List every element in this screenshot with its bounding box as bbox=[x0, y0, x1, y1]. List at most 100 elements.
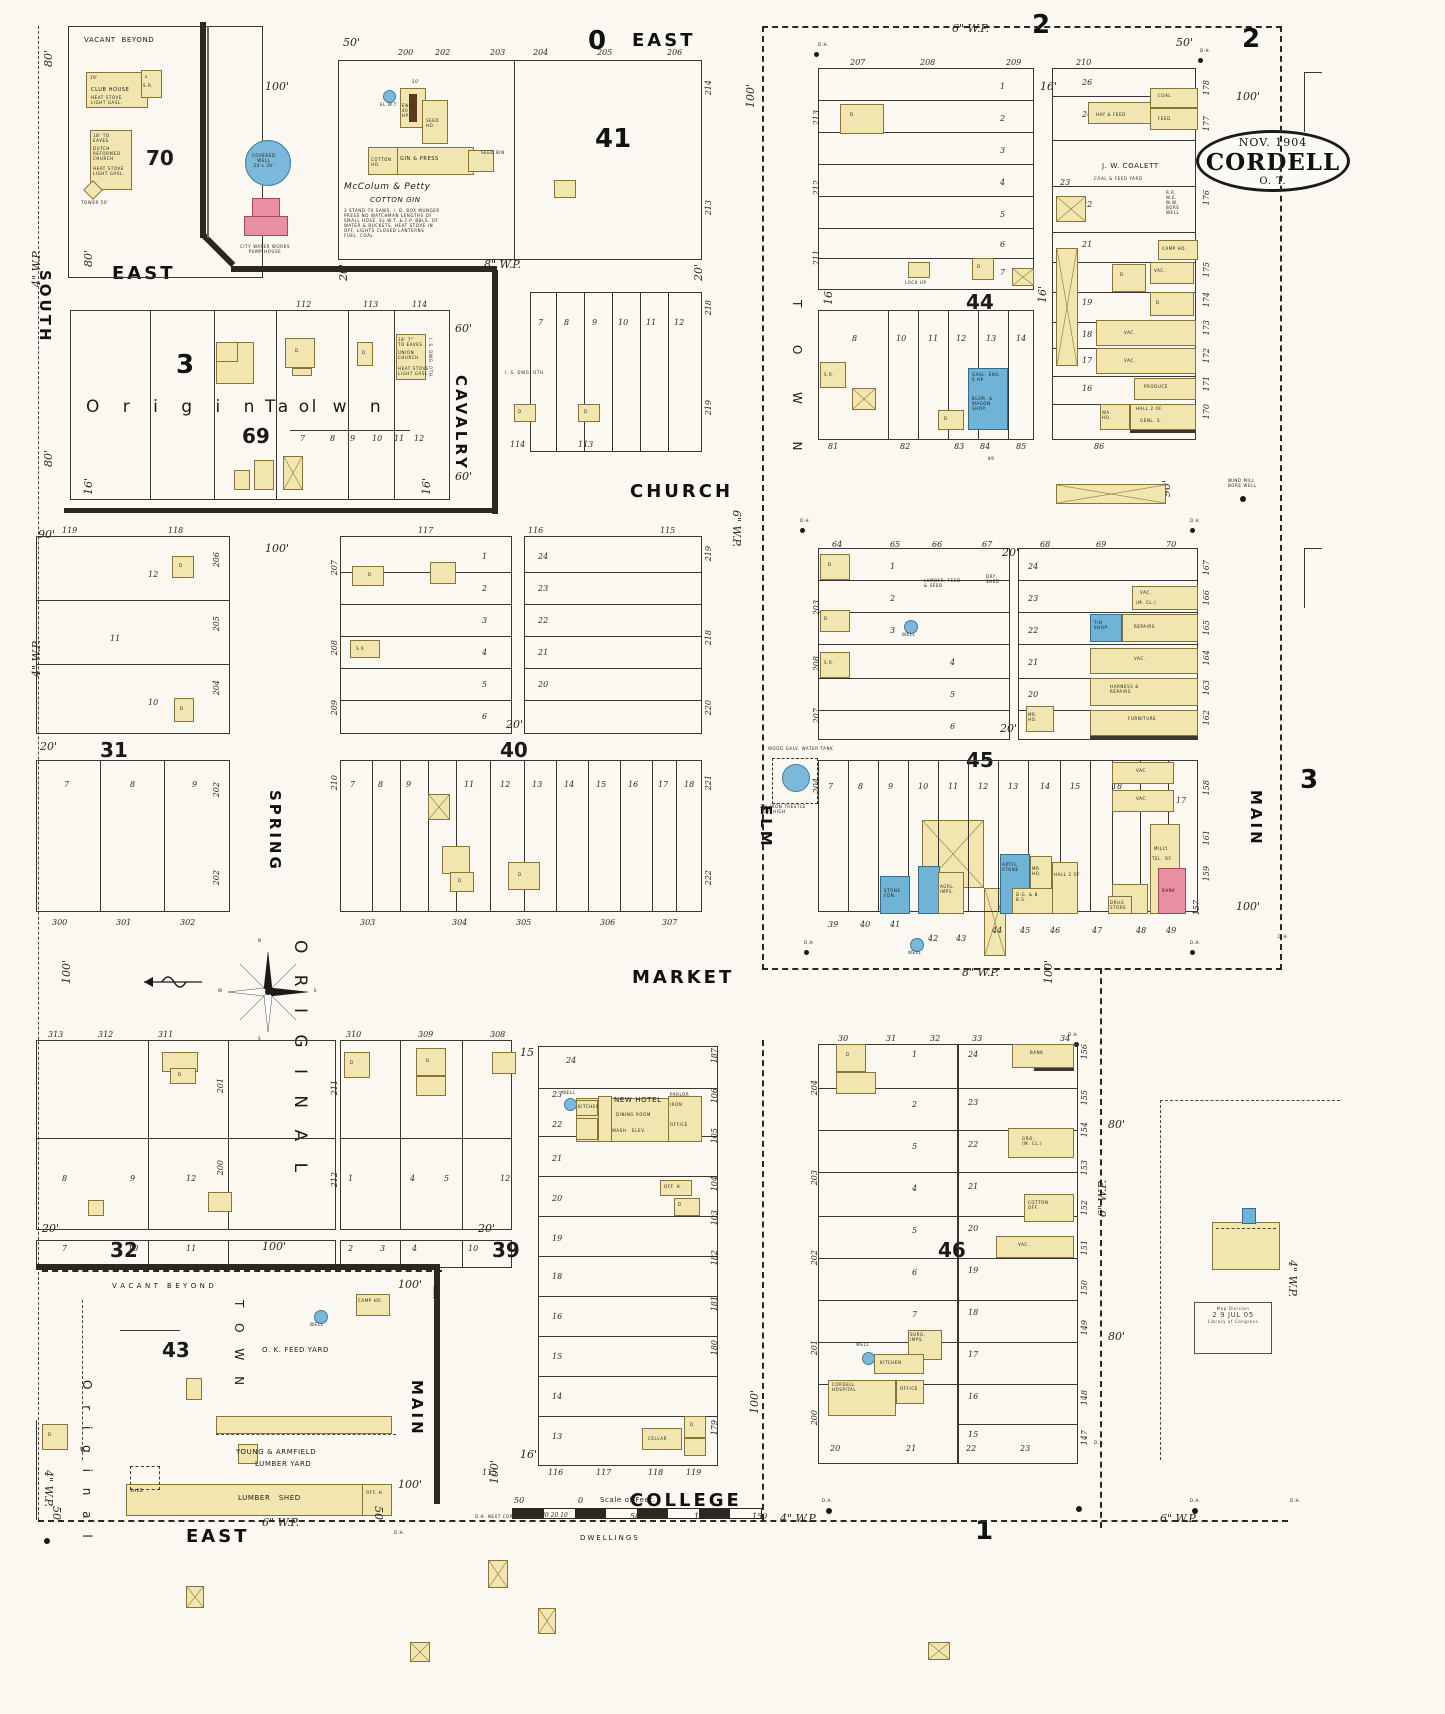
b46e-lot16: 16 bbox=[968, 1392, 979, 1401]
union-church-label: UNION CHURCH bbox=[398, 350, 419, 360]
b41l-lot9: 9 bbox=[592, 318, 598, 327]
building-coalett-shed-wide bbox=[1056, 484, 1166, 504]
b32e-l3 bbox=[462, 1040, 463, 1230]
dim-16-b69-r: 16' bbox=[420, 478, 433, 496]
bracket-2 bbox=[1304, 548, 1322, 550]
dh-5: D.H. bbox=[804, 940, 815, 945]
cotton-gin-title: McColum & Petty bbox=[344, 182, 431, 192]
b32e-b-lot2: 2 bbox=[348, 1244, 354, 1253]
building-b32-barn1 bbox=[186, 1586, 204, 1608]
b39-l6 bbox=[538, 1296, 718, 1297]
b32e-b-lot3: 3 bbox=[380, 1244, 386, 1253]
scale-seg-6 bbox=[668, 1509, 699, 1518]
b46-l2 bbox=[818, 1130, 958, 1131]
b45-lot2: 2 bbox=[890, 594, 896, 603]
b69-lot-10: 10 bbox=[372, 434, 383, 443]
b44-lot3: 3 bbox=[1000, 146, 1006, 155]
b40-l5 bbox=[340, 700, 512, 701]
building-b45-d2 bbox=[820, 610, 850, 632]
b44lw-lot12: 12 bbox=[956, 334, 967, 343]
lot-208-b40: 208 bbox=[330, 640, 339, 656]
loc-stamp-line1: Map Division bbox=[1216, 1306, 1250, 1311]
off-h-label: OFF. H. bbox=[664, 1184, 683, 1189]
cl-lot23: 23 bbox=[1060, 178, 1071, 187]
b45-lot1: 1 bbox=[890, 562, 896, 571]
lot-178: 178 bbox=[1202, 80, 1211, 96]
lot-211-b32: 211 bbox=[330, 1080, 339, 1096]
building-b43-camp-ho bbox=[356, 1294, 390, 1316]
b69-lot-8: 8 bbox=[330, 434, 336, 443]
b45lw-vac1-label: VAC. bbox=[1136, 768, 1148, 773]
scale-seg-7 bbox=[699, 1509, 730, 1518]
b45e-awning bbox=[1090, 736, 1198, 739]
b40e-lot22: 22 bbox=[538, 616, 549, 625]
dining-room-label: DINING ROOM bbox=[616, 1112, 651, 1117]
cl-lot24: 24 bbox=[1082, 110, 1092, 119]
b39-well-label: WELL bbox=[562, 1090, 576, 1095]
b43-heavy-top bbox=[36, 1264, 440, 1270]
b43-heavy-right bbox=[434, 1264, 440, 1504]
lot-20-b46: 20 bbox=[830, 1444, 841, 1453]
b31l-lot8: 8 bbox=[130, 780, 136, 789]
b39-l8 bbox=[538, 1376, 718, 1377]
wash-elev-label: WASH ELEV. bbox=[612, 1128, 646, 1133]
sheet-number-bottom: 1 bbox=[975, 1516, 994, 1546]
building-pump-house-lower bbox=[244, 216, 288, 236]
b31-lot12: 12 bbox=[148, 570, 159, 579]
dim-100-elm: 100' bbox=[744, 84, 757, 109]
b32es-l2 bbox=[462, 1240, 463, 1268]
b45-l2 bbox=[818, 612, 1010, 613]
lot-164: 164 bbox=[1202, 650, 1211, 666]
wa-ho-label: WA. HO. bbox=[1102, 410, 1112, 420]
lot-161: 161 bbox=[1202, 830, 1211, 846]
b40-l1 bbox=[340, 572, 512, 573]
boiler-symbol bbox=[409, 94, 417, 122]
building-b40lw-d2 bbox=[508, 862, 540, 890]
building-union-church bbox=[396, 334, 426, 380]
building-cellar bbox=[642, 1428, 682, 1450]
building-b32e-barn2 bbox=[410, 1642, 430, 1662]
b40lw-lot18: 18 bbox=[684, 780, 695, 789]
lot-66: 66 bbox=[932, 540, 943, 549]
lot-65: 65 bbox=[890, 540, 901, 549]
scale-seg-1 bbox=[513, 1509, 544, 1518]
b40lw-lot8: 8 bbox=[378, 780, 384, 789]
compass-e: E bbox=[314, 988, 318, 993]
lot-116-b39: 116 bbox=[548, 1468, 564, 1477]
loc-stamp: Map Division 2 9 JUL 05 Library of Congr… bbox=[1194, 1302, 1272, 1354]
building-coalett-shed-long bbox=[1056, 248, 1078, 366]
building-br-blue bbox=[1242, 1208, 1256, 1224]
dh-9: D.H. bbox=[1094, 1440, 1105, 1445]
building-cl-vac4 bbox=[1096, 348, 1196, 374]
scale-subticks: 50 40 30 20 10 bbox=[522, 1512, 568, 1519]
b46e-l1 bbox=[958, 1088, 1078, 1089]
b43-d-glyph: D bbox=[48, 1432, 52, 1437]
lot-205-b31: 205 bbox=[212, 616, 221, 632]
dh-13: D.H. bbox=[394, 1530, 405, 1535]
b41l-lot10: 10 bbox=[618, 318, 629, 327]
dh-next-cor: D.H. NEXT COR. bbox=[475, 1514, 515, 1519]
building-b40-d3 bbox=[350, 640, 380, 658]
b31-d2-glyph: D bbox=[180, 706, 184, 711]
building-b40lw-d1 bbox=[442, 846, 470, 874]
dry-shed-label: DRY SHED bbox=[986, 574, 1000, 584]
b44-l4 bbox=[818, 196, 1034, 197]
building-b46-barn1 bbox=[928, 1642, 950, 1660]
surg-imps-label: SURG. IMPS. bbox=[910, 1332, 926, 1342]
lot-203-b46: 203 bbox=[810, 1170, 819, 1186]
b43-well-label: WELL bbox=[310, 1322, 324, 1327]
wp-label-bottom-right: 6" W.P. bbox=[1160, 1512, 1198, 1525]
dim-80-left3: 80' bbox=[42, 450, 55, 468]
lot-211-b44: 211 bbox=[812, 250, 821, 266]
coalett-subtitle: COAL & FEED YARD bbox=[1094, 176, 1143, 181]
b44lw-2 bbox=[918, 310, 919, 440]
b40e-l2 bbox=[524, 604, 702, 605]
cl-l2 bbox=[1052, 140, 1196, 141]
b40lw-11 bbox=[676, 760, 677, 912]
lot-303: 303 bbox=[360, 918, 376, 927]
b41l-line3 bbox=[612, 292, 613, 452]
lot-119-b39: 119 bbox=[686, 1468, 702, 1477]
dim-80-br: 80' bbox=[1108, 1118, 1126, 1131]
dim-4wp-l3: 4" W.P. bbox=[30, 250, 43, 288]
lot-182-b39: 182 bbox=[710, 1250, 719, 1266]
